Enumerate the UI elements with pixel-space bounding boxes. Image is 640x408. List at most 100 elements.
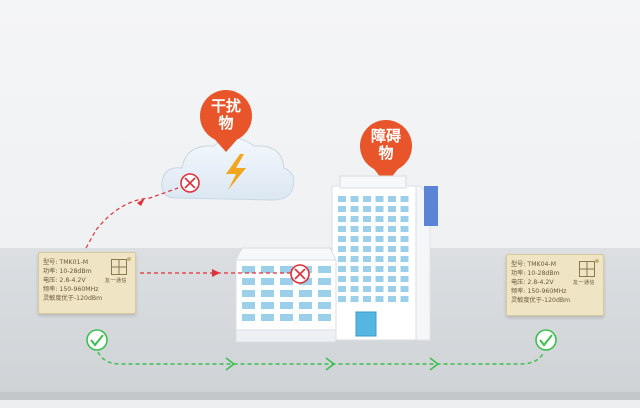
low-building-window [261,302,274,309]
tall-building-window [338,196,346,202]
module-right: 型号: TMK04-M 功率: 10-28dBm 电压: 2.8-4.2V 频率… [506,254,604,316]
tall-building-window [338,216,346,222]
module-right-sensitivity: 灵敏度优于-120dBm [511,297,571,304]
tall-building-window [388,266,396,272]
module-left-qr-icon [111,259,127,275]
tall-building-window [338,256,346,262]
tall-building-window [400,256,409,262]
tall-building-window [350,206,359,212]
low-building-window [299,302,312,309]
tall-building-window [350,196,359,202]
tall-building-window [338,206,346,212]
tall-building-window [363,256,371,262]
building-block-icon [290,264,310,284]
lightning-icon [226,154,246,190]
tall-building-window [363,296,371,302]
low-building-window [318,290,331,297]
low-building-window [280,278,293,285]
low-building-window [261,314,274,321]
tall-building-window [388,226,396,232]
low-building-window [242,314,255,321]
obstacle-pin-line2: 物 [378,144,394,162]
right-check-icon [535,329,557,351]
interference-pin-line2: 物 [218,114,234,132]
blocked-path-lower [140,269,292,277]
tall-building-window [338,276,346,282]
tall-building-window [338,286,346,292]
low-building-window [299,290,312,297]
low-building-window [318,266,331,273]
tall-building-window [338,236,346,242]
tall-building-window [375,256,384,262]
clear-path [97,351,545,371]
tall-building-window [363,196,371,202]
tall-building [331,175,438,341]
module-right-dot-icon [595,259,599,263]
low-building-window [280,302,293,309]
tall-building-window [375,246,384,252]
tall-building-window [400,236,409,242]
low-building-window [318,314,331,321]
module-left: 型号: TMK01-M 功率: 10-28dBm 电压: 2.8-4.2V 频率… [38,252,136,314]
tall-building-window [350,246,359,252]
tall-building-window [388,286,396,292]
low-building-window [299,314,312,321]
low-building-window [261,278,274,285]
module-left-frequency: 频率: 150-960MHz [43,286,99,293]
tall-building-window [400,246,409,252]
low-building-window [280,314,293,321]
module-right-model: 型号: TMK04-M [511,261,557,268]
low-building-window [261,290,274,297]
cloud-block-icon [180,173,200,193]
module-left-dot-icon [127,257,131,261]
tall-building-window [350,276,359,282]
obstacle-pin-line1: 障碍 [370,127,401,145]
blocked-path-upper [85,187,179,249]
tall-building-window [375,206,384,212]
low-building-window [280,290,293,297]
tall-building-window [363,206,371,212]
tall-building-window [375,266,384,272]
tall-building-window [338,266,346,272]
tall-building-window [400,286,409,292]
module-right-power: 功率: 10-28dBm [511,270,560,277]
low-building-window [242,290,255,297]
tall-building-window [388,206,396,212]
tall-building-window [363,286,371,292]
tall-building-window [363,236,371,242]
module-right-qr-icon [579,261,595,277]
tall-building-window [350,236,359,242]
module-right-frequency: 频率: 150-960MHz [511,288,567,295]
tall-building-window [375,276,384,282]
tall-building-window [350,296,359,302]
left-check-icon [86,329,108,351]
module-right-voltage: 电压: 2.8-4.2V [511,279,554,286]
tall-building-window [363,246,371,252]
tall-building-window [388,246,396,252]
tall-building-window [338,296,346,302]
low-building-window [318,302,331,309]
interference-pin-line1: 干扰 [210,97,241,115]
low-building [235,247,337,343]
tall-building-window [400,206,409,212]
interference-pin [200,90,252,152]
tall-building-window [400,226,409,232]
low-building-window [261,266,274,273]
tall-building-window [388,296,396,302]
tall-building-window [338,226,346,232]
tall-building-window [375,296,384,302]
tall-building-window [375,226,384,232]
tall-building-window [375,196,384,202]
building-door [355,311,377,337]
tall-building-window [363,216,371,222]
tall-building-window [400,196,409,202]
tall-building-window [388,276,396,282]
tall-building-window [350,256,359,262]
tall-building-window [363,226,371,232]
tall-building-window [350,226,359,232]
tall-building-window [388,216,396,222]
tall-building-window [375,236,384,242]
low-building-window [242,302,255,309]
low-building-window [318,278,331,285]
